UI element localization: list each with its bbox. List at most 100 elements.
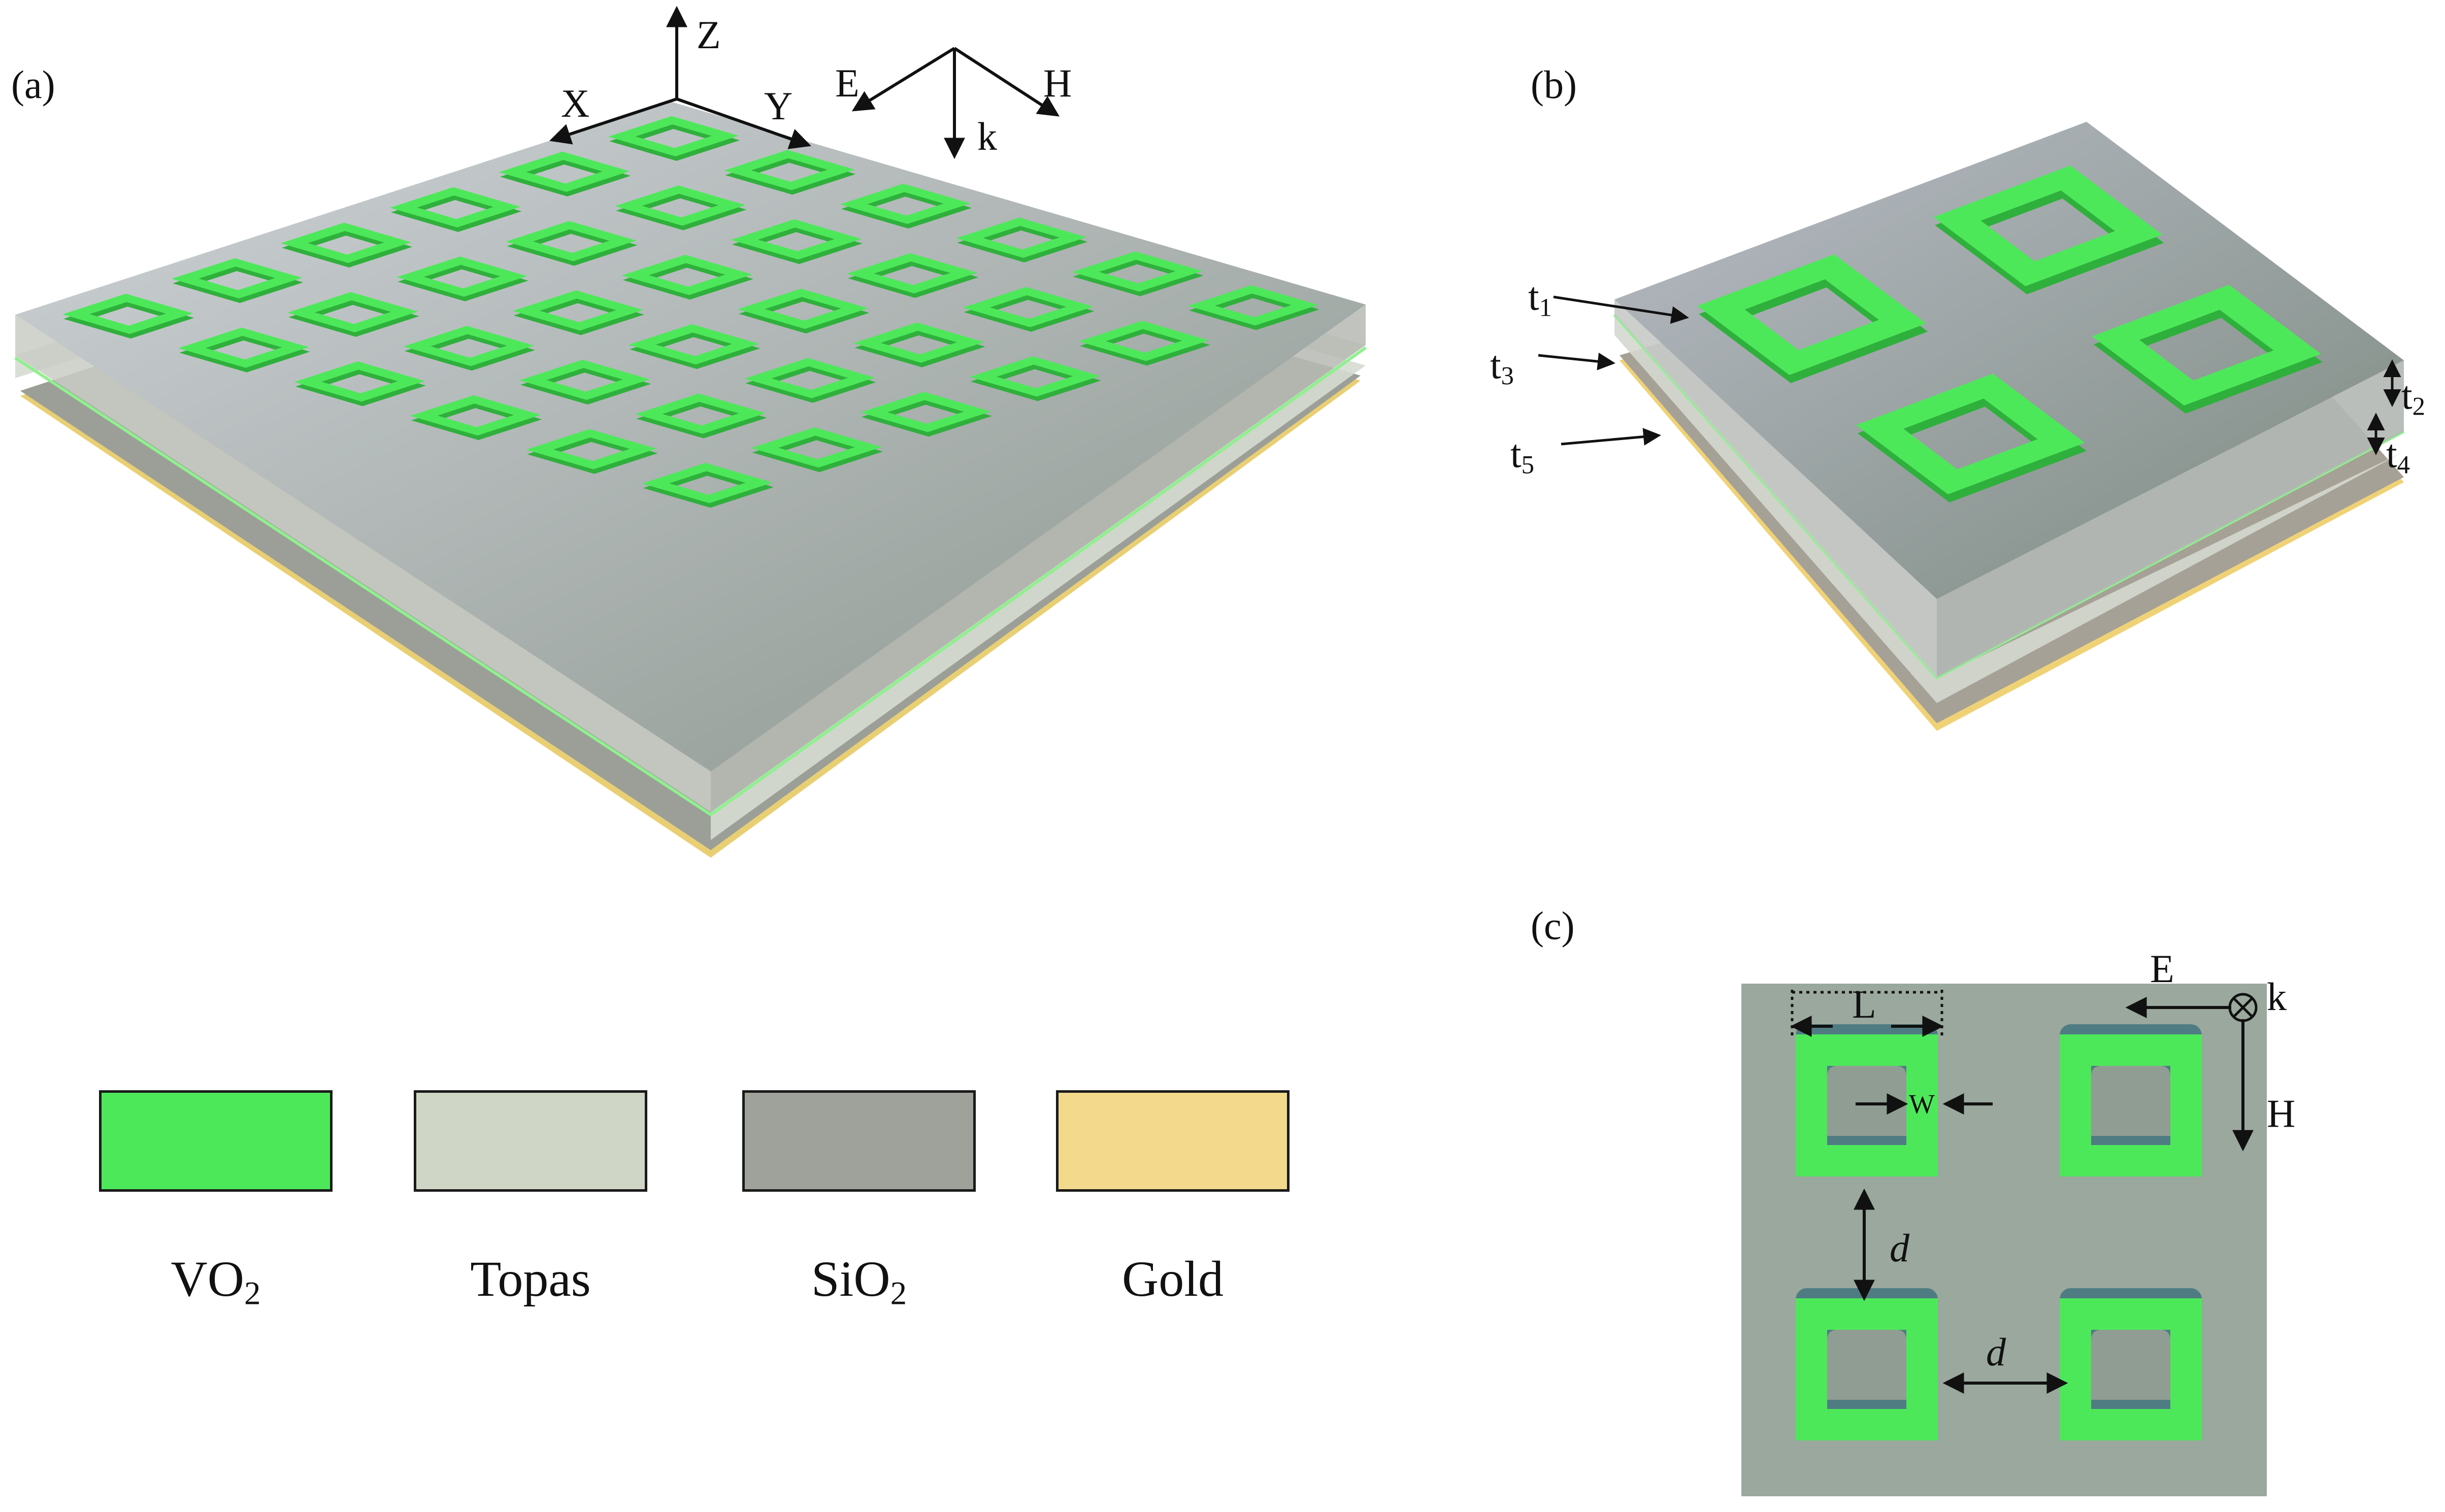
vo2-ring — [1856, 374, 2085, 494]
t3-label: t3 — [1490, 343, 1514, 390]
vo2-ring — [1078, 321, 1209, 361]
vo2-ring — [724, 150, 855, 190]
legend-swatch-2 — [742, 1090, 976, 1192]
k-into-page-icon — [2228, 993, 2258, 1022]
vo2-ring — [1072, 251, 1203, 292]
vo2-ring — [499, 151, 630, 192]
vo2-ring — [397, 256, 527, 297]
panel-label-b: (b) — [1531, 62, 1577, 107]
k-label-c: k — [2267, 975, 2287, 1019]
y-axis-label: Y — [764, 84, 793, 128]
ring-hole-wall — [1827, 1400, 1906, 1409]
ring-hole-wall — [2091, 1136, 2170, 1145]
panel-label-c: (c) — [1531, 903, 1575, 948]
vo2-ring — [390, 187, 521, 227]
b-topas-top — [1614, 122, 2404, 599]
k-label-a: k — [977, 114, 997, 158]
legend-label-0: VO2 — [171, 1251, 261, 1312]
vo2-ring — [751, 427, 882, 468]
a-topas-top — [15, 102, 1366, 771]
vo2-ring — [178, 327, 309, 368]
vo2-ring — [403, 326, 534, 366]
h-field-arrow — [953, 47, 1060, 117]
vo2-ring — [281, 222, 412, 263]
vo2-ring — [512, 290, 643, 331]
ring-hole-wall — [1827, 1136, 1906, 1145]
legend-swatch-1 — [414, 1090, 647, 1192]
legend-swatch-3 — [1056, 1090, 1290, 1192]
e-field-arrow — [851, 47, 955, 112]
vo2-ring — [635, 393, 766, 434]
panel-c-unit — [1741, 984, 2267, 1496]
vo2-ring — [860, 392, 991, 432]
thickness-arrows — [1538, 295, 2401, 455]
panel-label-a: (a) — [11, 62, 55, 107]
vo2-ring — [956, 217, 1087, 258]
vo2-ring — [2092, 285, 2321, 406]
vo2-ring — [621, 255, 752, 295]
b-side-left — [1614, 299, 1937, 678]
vo2-ring — [847, 253, 978, 293]
field-a — [851, 47, 1060, 159]
vo2-ring — [62, 293, 193, 334]
legend-label-1: Topas — [470, 1251, 591, 1307]
vo2-ring — [526, 429, 657, 469]
e-label-c: E — [2150, 947, 2174, 991]
k-cross-2 — [2233, 997, 2253, 1018]
vo2-ring — [172, 258, 303, 298]
vo2-ring — [629, 324, 759, 364]
e-label-a: E — [835, 61, 860, 105]
gap-label-vertical: d — [1890, 1226, 1909, 1270]
ring-hole — [2091, 1330, 2170, 1409]
vo2-ring — [840, 184, 971, 224]
vo2-ring — [608, 116, 739, 156]
a-side-right — [711, 305, 1366, 812]
vo2-ring — [963, 287, 1094, 327]
legend-label-3: Gold — [1122, 1251, 1224, 1307]
vo2-ring — [1796, 1298, 1938, 1440]
t5-arrow — [1561, 428, 1661, 446]
a-ring-array — [62, 116, 1319, 508]
t1-label: t1 — [1528, 274, 1552, 322]
vo2-ring — [731, 219, 862, 260]
t2-label: t2 — [2401, 373, 2426, 421]
ring-hole-wall — [2091, 1400, 2170, 1409]
b-topas-lower — [1614, 315, 2404, 703]
z-axis-label: Z — [697, 13, 721, 57]
vo2-ring — [969, 356, 1100, 397]
length-label: L — [1852, 982, 1876, 1026]
panel-a-slab — [14, 102, 1367, 858]
legend-label-2: SiO2 — [811, 1251, 907, 1312]
vo2-ring — [744, 358, 875, 398]
ring-hole — [1827, 1330, 1906, 1409]
t3-arrow — [1538, 352, 1615, 371]
panel-b-slab — [1613, 122, 2405, 731]
vo2-ring — [410, 395, 541, 435]
vo2-ring — [1796, 1034, 1938, 1177]
vo2-ring — [642, 463, 773, 503]
vo2-ring — [506, 221, 637, 261]
width-label: W — [1909, 1089, 1935, 1119]
vo2-ring — [738, 288, 869, 329]
b-ring-array — [1697, 165, 2323, 502]
vo2-ring — [1933, 165, 2163, 286]
y-axis-arrow — [676, 97, 811, 149]
vo2-ring — [1697, 254, 1927, 375]
t4-label: t4 — [2386, 431, 2410, 479]
a-side-left — [15, 315, 711, 812]
x-axis-arrow — [549, 97, 677, 145]
vo2-ring — [853, 322, 984, 363]
b-side-right — [1937, 360, 2404, 678]
legend-swatch-0 — [99, 1090, 333, 1192]
t1-arrow — [1553, 295, 1689, 324]
vo2-ring — [615, 185, 746, 226]
vo2-ring — [519, 359, 650, 400]
axes-a — [549, 6, 811, 149]
t5-label: t5 — [1510, 431, 1535, 479]
vo2-ring — [287, 292, 418, 332]
vo2-ring — [2060, 1034, 2202, 1177]
vo2-ring — [294, 361, 425, 402]
vo2-ring — [1187, 285, 1318, 326]
